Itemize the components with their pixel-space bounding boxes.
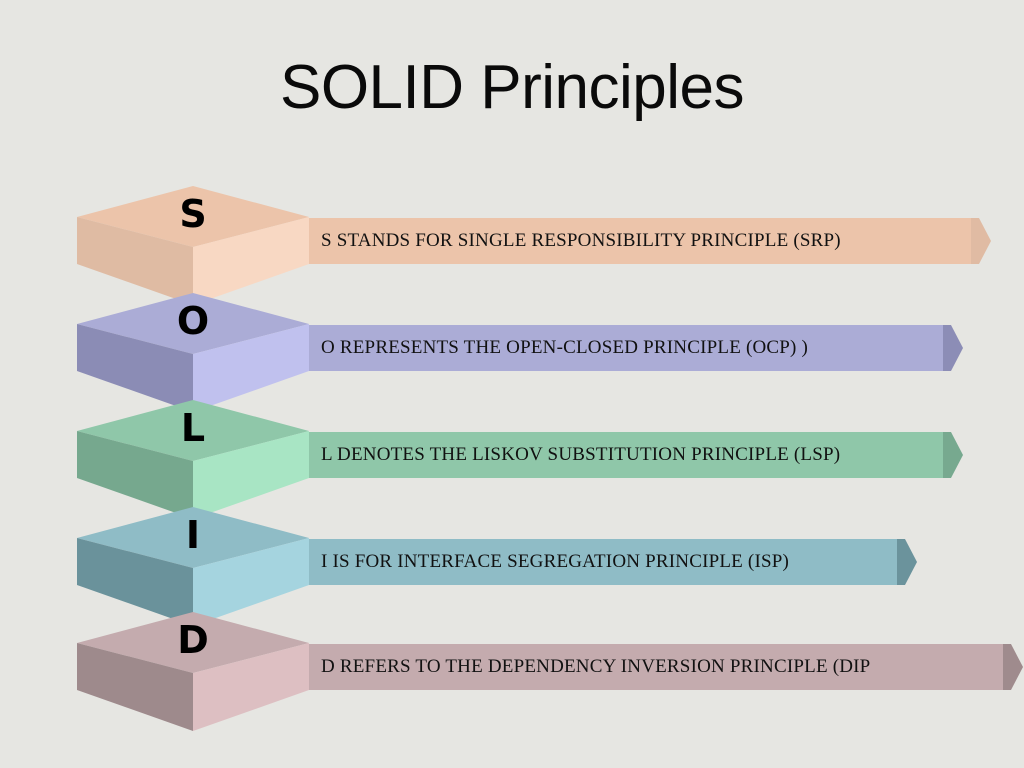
cube-left-face: [77, 431, 193, 519]
principle-banner: I IS FOR INTERFACE SEGREGATION PRINCIPLE…: [309, 539, 919, 585]
isometric-cube: [77, 293, 309, 413]
principle-row: O O REPRESENTS THE OPEN-CLOSED PRINCIPLE …: [0, 293, 1024, 418]
arrow-tip-icon: [941, 325, 963, 371]
principle-letter: S: [179, 192, 207, 236]
cube-right-face: [193, 643, 309, 731]
isometric-cube: [77, 612, 309, 732]
arrow-tip-icon: [969, 218, 991, 264]
principle-row: L L DENOTES THE LISKOV SUBSTITUTION PRINC…: [0, 400, 1024, 525]
cube-right-face: [193, 324, 309, 412]
principle-row: D D REFERS TO THE DEPENDENCY INVERSION PR…: [0, 612, 1024, 737]
principle-description: O REPRESENTS THE OPEN-CLOSED PRINCIPLE (…: [309, 325, 941, 371]
arrow-tip-icon: [941, 432, 963, 478]
cube-left-face: [77, 217, 193, 305]
cube-right-face: [193, 217, 309, 305]
principle-letter: D: [177, 618, 209, 662]
principle-letter: I: [185, 513, 201, 557]
cube-left-face: [77, 538, 193, 626]
isometric-cube: [77, 400, 309, 520]
cube-left-face: [77, 643, 193, 731]
cube-top-face: [77, 293, 309, 354]
cube-top-face: [77, 400, 309, 461]
isometric-cube: [77, 507, 309, 627]
principle-description: D REFERS TO THE DEPENDENCY INVERSION PRI…: [309, 644, 1001, 690]
principle-row: S S STANDS FOR SINGLE RESPONSIBILITY PRIN…: [0, 186, 1024, 311]
page-title: SOLID Principles: [279, 53, 745, 122]
principle-banner: D REFERS TO THE DEPENDENCY INVERSION PRI…: [309, 644, 1024, 690]
cube-top-face: [77, 612, 309, 673]
cube-left-face: [77, 324, 193, 412]
principle-banner: O REPRESENTS THE OPEN-CLOSED PRINCIPLE (…: [309, 325, 965, 371]
cube-top-face: [77, 507, 309, 568]
principle-description: I IS FOR INTERFACE SEGREGATION PRINCIPLE…: [309, 539, 895, 585]
principle-row: I I IS FOR INTERFACE SEGREGATION PRINCIPL…: [0, 507, 1024, 632]
arrow-tip-icon: [1001, 644, 1023, 690]
arrow-tip-icon: [895, 539, 917, 585]
principle-letter: O: [176, 299, 210, 343]
isometric-cube: [77, 186, 309, 306]
principle-letter: L: [180, 406, 206, 450]
principle-banner: L DENOTES THE LISKOV SUBSTITUTION PRINCI…: [309, 432, 965, 478]
cube-right-face: [193, 538, 309, 626]
principle-banner: S STANDS FOR SINGLE RESPONSIBILITY PRINC…: [309, 218, 993, 264]
principle-description: L DENOTES THE LISKOV SUBSTITUTION PRINCI…: [309, 432, 941, 478]
cube-top-face: [77, 186, 309, 247]
principle-description: S STANDS FOR SINGLE RESPONSIBILITY PRINC…: [309, 218, 969, 264]
cube-right-face: [193, 431, 309, 519]
